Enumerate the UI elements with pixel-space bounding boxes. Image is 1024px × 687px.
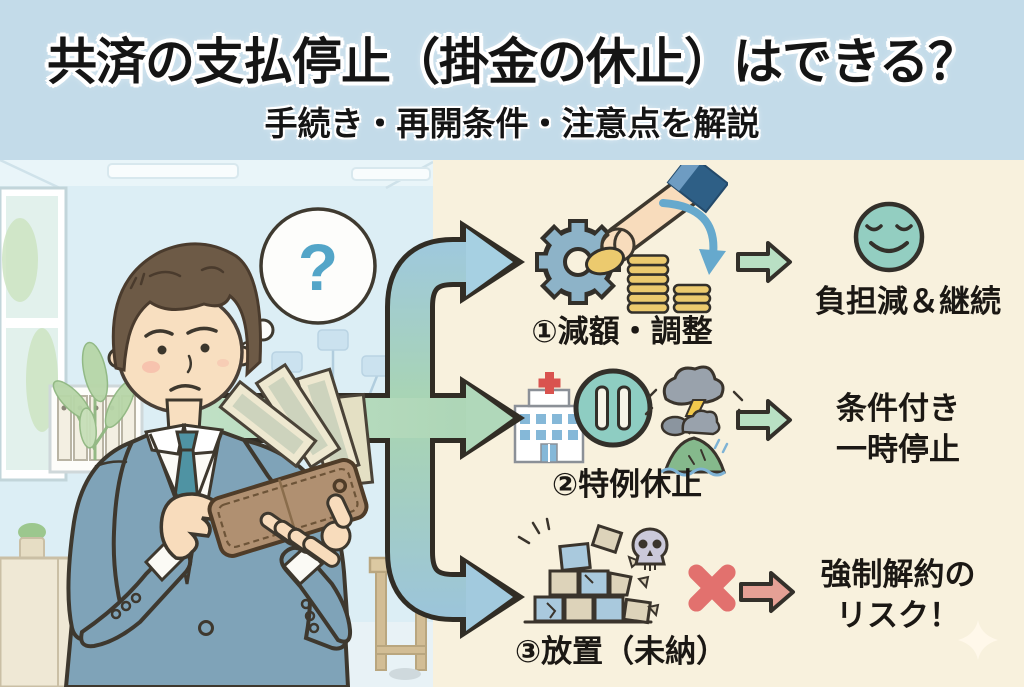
option3-result: 強制解約の リスク！ [793, 554, 1003, 636]
office-scene [0, 158, 435, 687]
page-title: 共済の支払停止（掛金の休止）はできる？ [47, 34, 978, 90]
result-line: 条件付き [836, 391, 960, 426]
wall-flowchart [271, 329, 393, 448]
option3-icons [517, 517, 736, 625]
sleeve [666, 165, 728, 214]
crumbling-blocks-icon [517, 517, 660, 625]
result-arrow-green-icon [736, 241, 792, 283]
smiley-face-icon [853, 201, 925, 273]
result-line: リスク！ [836, 598, 960, 633]
cabinet [0, 523, 118, 687]
option3-label: ③放置（未納） [514, 634, 728, 669]
ceiling-light [351, 167, 431, 181]
result-line: 負担減＆継続 [815, 284, 1001, 319]
sparkle-icon [958, 620, 998, 660]
hospital-icon [513, 372, 585, 464]
result-arrow-green-icon [736, 399, 792, 441]
disaster-icon [660, 409, 729, 477]
gear-icon [535, 219, 621, 305]
page-subtitle: 手続き・再開条件・注意点を解説 [264, 105, 760, 142]
pause-icon [573, 368, 653, 448]
result-line: 強制解約の [820, 557, 976, 592]
option2-icons [513, 365, 747, 477]
red-x-icon [688, 564, 736, 612]
header: 共済の支払停止（掛金の休止）はできる？ 手続き・再開条件・注意点を解説 [0, 0, 1024, 160]
result-line: 一時停止 [836, 432, 960, 467]
option2-result: 条件付き 一時停止 [798, 388, 998, 470]
option1-label: ①減額・調整 [531, 314, 713, 349]
coin-icon [585, 246, 625, 276]
coin-stacks-icon [626, 254, 712, 314]
decrease-arrow-icon [659, 199, 726, 275]
skull-icon [631, 527, 669, 571]
options-panel: ①減額・調整 負担減＆継続 [433, 160, 1024, 687]
window [0, 186, 68, 482]
stool [389, 668, 421, 680]
office-background [0, 158, 435, 687]
result-arrow-red-icon [739, 571, 795, 613]
option1-icons [535, 165, 728, 314]
ceiling-light [107, 163, 239, 179]
option1-result: 負担減＆継続 [788, 281, 1024, 322]
option2-label: ②特例休止 [551, 467, 703, 502]
hand-coin-icon [585, 165, 728, 276]
